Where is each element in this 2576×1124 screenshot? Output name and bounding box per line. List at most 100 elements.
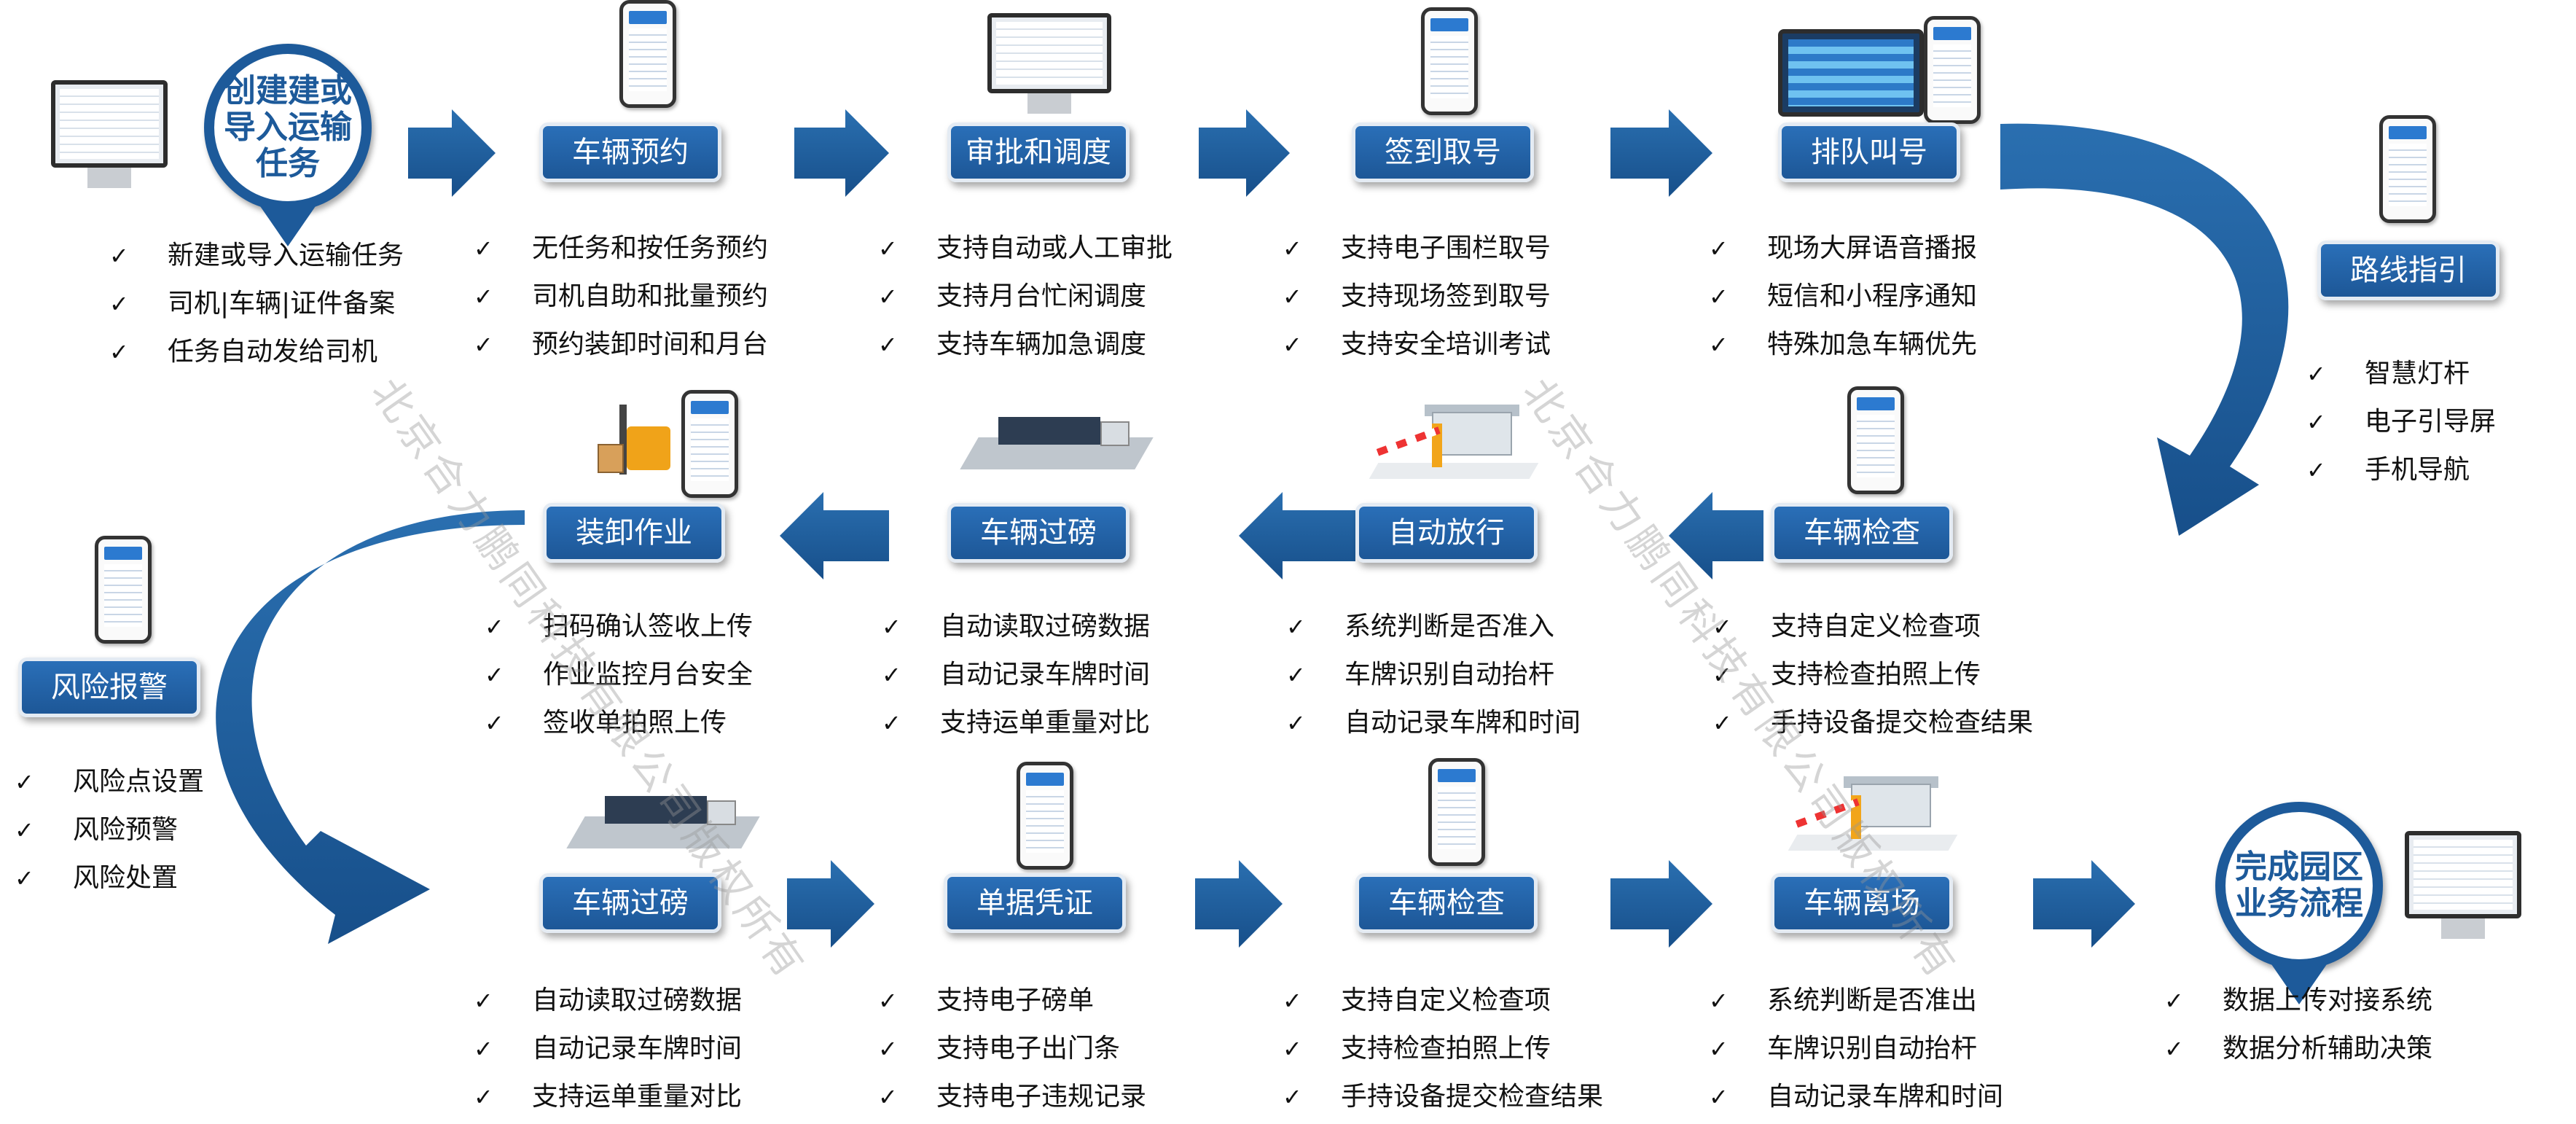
stage-vehicle-inspection-2-list: 支持自定义检查项 支持检查拍照上传 手持设备提交检查结果 [1283, 977, 1603, 1121]
stage-sign-in-list: 支持电子围栏取号 支持现场签到取号 支持安全培训考试 [1283, 225, 1551, 369]
list-item: 支持检查拍照上传 [1712, 651, 2033, 699]
list-item: 支持电子磅单 [878, 977, 1146, 1025]
list-item: 支持运单重量对比 [474, 1073, 742, 1121]
stage-vehicle-exit[interactable]: 车辆离场 [1771, 873, 1953, 933]
list-item: 任务自动发给司机 [109, 328, 404, 376]
arrow-r1s3-to-r1s4 [1610, 109, 1712, 197]
start-list: 新建或导入运输任务 司机|车辆|证件备案 任务自动发给司机 [109, 232, 404, 376]
arrow-start-to-r1s1 [408, 109, 496, 197]
list-item: 无任务和按任务预约 [474, 225, 768, 273]
list-item: 支持电子围栏取号 [1283, 225, 1551, 273]
phone-icon [681, 390, 738, 498]
phone-icon [1847, 386, 1904, 494]
list-item: 智慧灯杆 [2306, 350, 2496, 398]
stage-queue-call[interactable]: 排队叫号 [1778, 122, 1960, 182]
list-item: 车牌识别自动抬杆 [1709, 1025, 2003, 1073]
list-item: 签收单拍照上传 [485, 699, 753, 747]
list-item: 短信和小程序通知 [1709, 273, 1977, 321]
stage-route-guidance-list: 智慧灯杆 电子引导屏 手机导航 [2306, 350, 2496, 494]
monitor-icon [51, 80, 168, 168]
start-pin: 创建建或 导入运输 任务 [204, 44, 372, 211]
stage-approval-dispatch-list: 支持自动或人工审批 支持月台忙闲调度 支持车辆加急调度 [878, 225, 1172, 369]
list-item: 自动读取过磅数据 [474, 977, 742, 1025]
arrow-r3s3-to-r3s4 [1610, 860, 1712, 948]
list-item: 新建或导入运输任务 [109, 232, 404, 280]
list-item: 系统判断是否准出 [1709, 977, 2003, 1025]
list-item: 手持设备提交检查结果 [1712, 699, 2033, 747]
list-item: 支持自定义检查项 [1712, 603, 2033, 651]
phone-icon [1017, 762, 1073, 870]
list-item: 电子引导屏 [2306, 398, 2496, 446]
arrow-curve-left [216, 510, 525, 944]
list-item: 数据分析辅助决策 [2164, 1025, 2432, 1073]
list-item: 自动读取过磅数据 [882, 603, 1150, 651]
big-screen-icon [1778, 29, 1924, 117]
list-item: 手持设备提交检查结果 [1283, 1073, 1603, 1121]
list-item: 数据上传对接系统 [2164, 977, 2432, 1025]
list-item: 自动记录车牌和时间 [1709, 1073, 2003, 1121]
list-item: 支持安全培训考试 [1283, 321, 1551, 369]
stage-weighing-1[interactable]: 车辆过磅 [947, 503, 1130, 563]
arrow-r1s2-to-r1s3 [1199, 109, 1290, 197]
stage-vehicle-inspection-1-list: 支持自定义检查项 支持检查拍照上传 手持设备提交检查结果 [1712, 603, 2033, 747]
list-item: 自动记录车牌时间 [882, 651, 1150, 699]
barrier-gate-icon [1369, 405, 1539, 485]
list-item: 风险点设置 [15, 758, 204, 806]
list-item: 自动记录车牌和时间 [1286, 699, 1581, 747]
list-item: 作业监控月台安全 [485, 651, 753, 699]
monitor-icon [2405, 831, 2521, 918]
stage-auto-release-list: 系统判断是否准入 车牌识别自动抬杆 自动记录车牌和时间 [1286, 603, 1581, 747]
truck-scale-icon [960, 408, 1154, 481]
list-item: 支持运单重量对比 [882, 699, 1150, 747]
stage-weighing-2-list: 自动读取过磅数据 自动记录车牌时间 支持运单重量对比 [474, 977, 742, 1121]
end-pin: 完成园区 业务流程 [2215, 802, 2383, 969]
stage-weighing-2[interactable]: 车辆过磅 [539, 873, 721, 933]
phone-icon [619, 0, 676, 108]
list-item: 支持车辆加急调度 [878, 321, 1172, 369]
list-item: 手机导航 [2306, 446, 2496, 494]
stage-queue-call-list: 现场大屏语音播报 短信和小程序通知 特殊加急车辆优先 [1709, 225, 1977, 369]
phone-icon [1421, 7, 1478, 115]
arrow-r3s4-to-end [2033, 860, 2135, 948]
stage-vehicle-inspection-1[interactable]: 车辆检查 [1771, 503, 1953, 563]
list-item: 支持自动或人工审批 [878, 225, 1172, 273]
list-item: 车牌识别自动抬杆 [1286, 651, 1581, 699]
barrier-gate-icon [1788, 776, 1958, 856]
phone-icon [1428, 758, 1485, 866]
stage-vehicle-booking-list: 无任务和按任务预约 司机自助和批量预约 预约装卸时间和月台 [474, 225, 768, 369]
list-item: 扫码确认签收上传 [485, 603, 753, 651]
list-item: 支持电子出门条 [878, 1025, 1146, 1073]
list-item: 特殊加急车辆优先 [1709, 321, 1977, 369]
stage-approval-dispatch[interactable]: 审批和调度 [947, 122, 1130, 182]
stage-vehicle-inspection-2[interactable]: 车辆检查 [1355, 873, 1538, 933]
list-item: 支持自定义检查项 [1283, 977, 1603, 1025]
stage-loading-unloading-list: 扫码确认签收上传 作业监控月台安全 签收单拍照上传 [485, 603, 753, 747]
list-item: 现场大屏语音播报 [1709, 225, 1977, 273]
phone-icon [95, 536, 152, 644]
stage-risk-alarm[interactable]: 风险报警 [18, 657, 200, 717]
stage-sign-in[interactable]: 签到取号 [1352, 122, 1534, 182]
stage-route-guidance[interactable]: 路线指引 [2317, 241, 2499, 300]
stage-documents[interactable]: 单据凭证 [944, 873, 1126, 933]
stage-auto-release[interactable]: 自动放行 [1355, 503, 1538, 563]
list-item: 系统判断是否准入 [1286, 603, 1581, 651]
list-item: 自动记录车牌时间 [474, 1025, 742, 1073]
stage-vehicle-booking[interactable]: 车辆预约 [539, 122, 721, 182]
truck-scale-icon [566, 787, 760, 860]
start-pin-title: 创建建或 导入运输 任务 [224, 72, 352, 182]
arrow-r2s4-to-r2s3 [1669, 492, 1763, 579]
arrow-r1s1-to-r1s2 [794, 109, 889, 197]
stage-weighing-1-list: 自动读取过磅数据 自动记录车牌时间 支持运单重量对比 [882, 603, 1150, 747]
list-item: 司机|车辆|证件备案 [109, 280, 404, 328]
phone-icon [1924, 16, 1981, 124]
stage-risk-alarm-list: 风险点设置 风险预警 风险处置 [15, 758, 204, 902]
list-item: 支持月台忙闲调度 [878, 273, 1172, 321]
stage-documents-list: 支持电子磅单 支持电子出门条 支持电子违规记录 [878, 977, 1146, 1121]
monitor-icon [987, 13, 1111, 93]
forklift-icon [598, 405, 678, 485]
phone-icon [2379, 115, 2436, 223]
stage-loading-unloading[interactable]: 装卸作业 [543, 503, 725, 563]
end-pin-title: 完成园区 业务流程 [2235, 848, 2363, 922]
list-item: 支持检查拍照上传 [1283, 1025, 1603, 1073]
